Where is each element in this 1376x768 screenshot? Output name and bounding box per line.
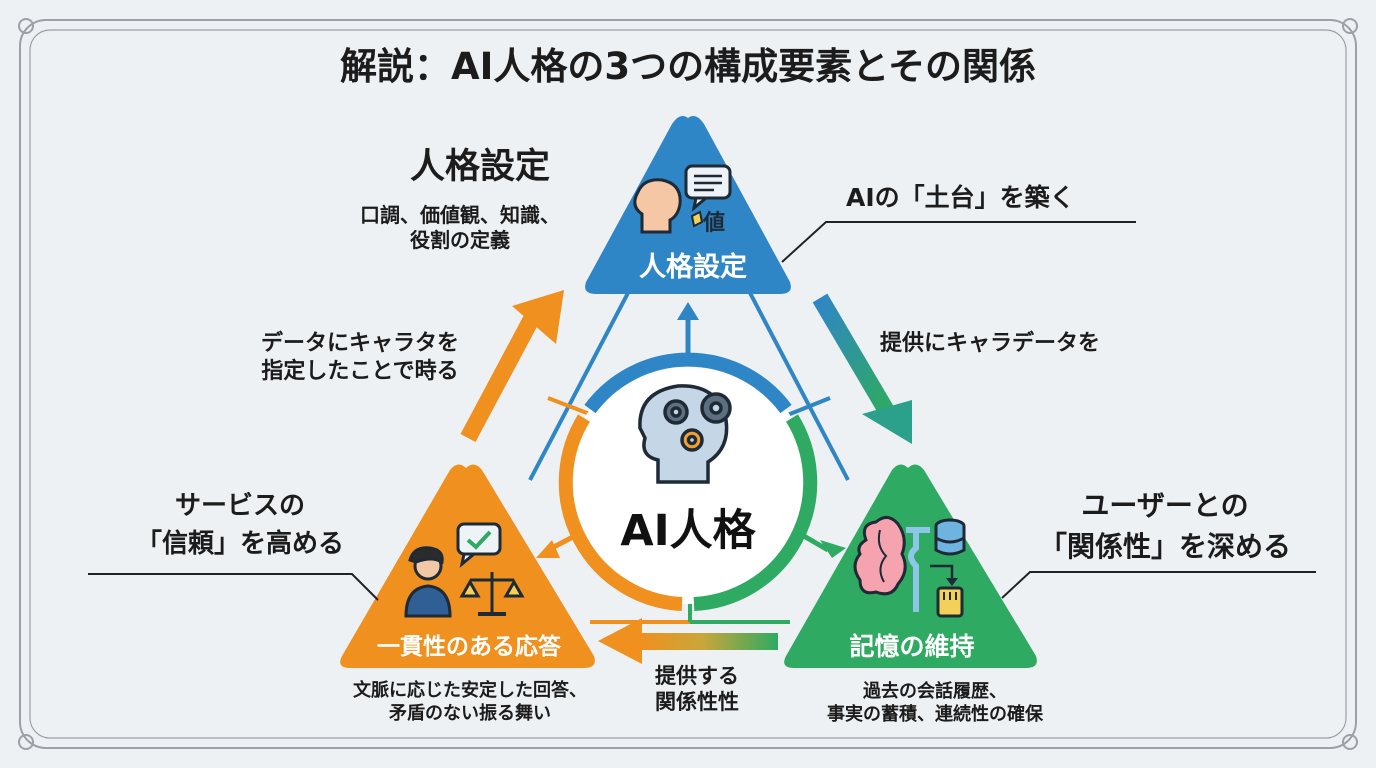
- edge-label-right: 提供にキャラデータを: [880, 331, 1101, 356]
- consistency-description: 文脈に応じた安定した回答、 矛盾のない振る舞い: [320, 680, 620, 725]
- flow-arrow-up-left: [460, 290, 564, 442]
- persona-label: 人格設定: [639, 252, 747, 283]
- decorative-frame: [18, 18, 1358, 750]
- page-title: 解説：AI人格の3つの構成要素とその関係: [339, 45, 1037, 88]
- callout-relationship: ユーザーとの 「関係性」を深める: [1015, 486, 1315, 567]
- consistency-description-line: 矛盾のない振る舞い: [389, 702, 551, 724]
- persona-description: 口調、価値観、知識、 役割の定義: [315, 203, 605, 253]
- memory-label: 記憶の維持: [849, 632, 975, 661]
- consistency-label: 一貫性のある応答: [377, 634, 561, 660]
- persona-description-line: 口調、価値観、知識、: [360, 203, 560, 227]
- head-gears-icon: [638, 384, 732, 484]
- persona-description-line: 役割の定義: [410, 228, 510, 252]
- value-glyph: 値: [703, 211, 726, 236]
- triangle-consistency: [340, 464, 595, 668]
- person-scales-icon: [404, 522, 525, 618]
- core-label: AI人格: [620, 506, 756, 556]
- memory-description: 過去の会話履歴、 事実の蓄積、連続性の確保: [790, 681, 1080, 726]
- flow-arrow-bottom: [598, 618, 778, 664]
- flow-arrow-down-right: [812, 293, 912, 444]
- persona-heading: 人格設定: [410, 147, 551, 187]
- callout-line: サービスの: [174, 491, 305, 521]
- edge-label-line: 提供する: [655, 664, 739, 688]
- edge-label-line: データにキャラタを: [260, 331, 459, 356]
- callout-leaders: [88, 221, 1316, 601]
- edge-label-left: データにキャラタを 指定したことで時る: [230, 330, 490, 385]
- callout-line: ユーザーとの: [1081, 489, 1249, 522]
- triangle-memory: [784, 464, 1037, 668]
- callout-line: 「関係性」を深める: [1038, 529, 1291, 563]
- callout-line: 「信頼」を高める: [135, 528, 344, 559]
- callout-trust: サービスの 「信頼」を高める: [90, 488, 390, 563]
- edge-label-line: 指定したことで時る: [261, 358, 459, 384]
- brain-database-icon: [853, 516, 966, 618]
- memory-description-line: 過去の会話履歴、: [863, 681, 1007, 702]
- person-speech-icon: [633, 164, 732, 234]
- triangle-persona: [585, 116, 791, 294]
- memory-description-line: 事実の蓄積、連続性の確保: [827, 703, 1043, 725]
- consistency-description-line: 文脈に応じた安定した回答、: [353, 680, 587, 701]
- edge-label-bottom: 提供する 関係性性: [632, 663, 762, 716]
- edge-label-line: 関係性性: [655, 690, 739, 715]
- callout-foundation: AIの「土台」を築く: [846, 183, 1075, 212]
